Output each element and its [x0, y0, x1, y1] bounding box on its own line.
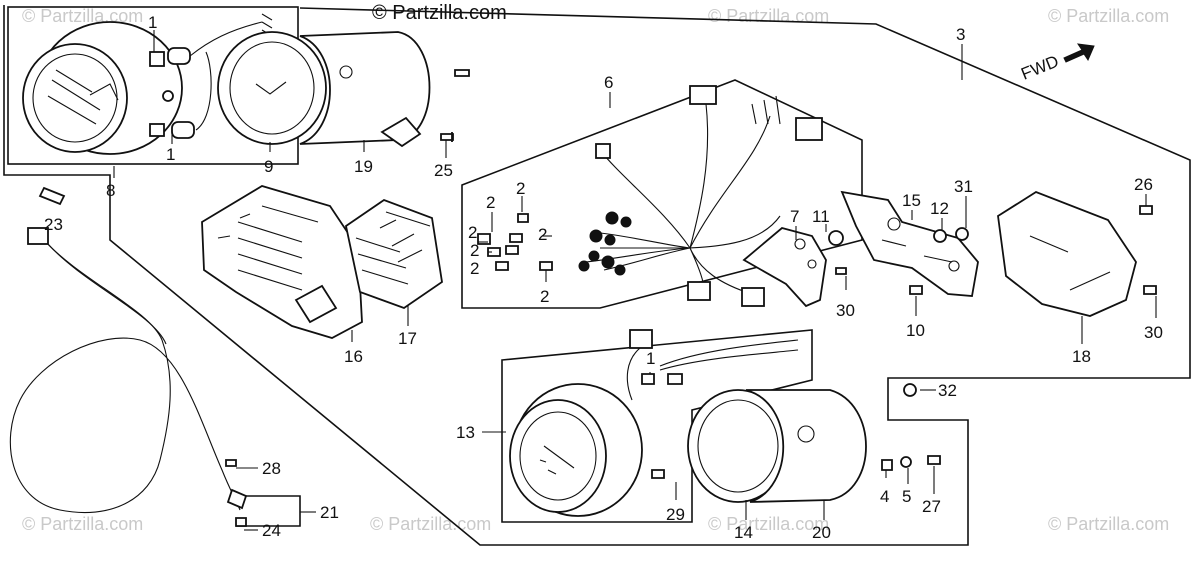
- washer-5: [900, 456, 912, 468]
- callout-2-e: 2: [470, 241, 479, 260]
- tachometer-assembly: [509, 329, 799, 517]
- callout-26: 26: [1134, 175, 1153, 194]
- callout-28: 28: [262, 459, 281, 478]
- forward-arrow: [1063, 43, 1095, 63]
- callout-25: 25: [434, 161, 453, 180]
- nut-4: [881, 459, 893, 471]
- callout-31: 31: [954, 177, 973, 196]
- screw-25: [440, 132, 454, 142]
- group-6-outline: [461, 79, 863, 309]
- screw-27: [927, 455, 941, 465]
- callout-2-f: 2: [470, 259, 479, 278]
- callout-13: 13: [456, 423, 475, 442]
- wire-harness: [477, 85, 823, 307]
- callout-3: 3: [956, 25, 965, 44]
- watermark: © Partzilla.com: [1048, 514, 1170, 534]
- speedometer-cable: [9, 186, 248, 527]
- meter-bracket: [742, 227, 847, 308]
- callout-7: 7: [790, 207, 799, 226]
- screw-25-upper: [454, 69, 470, 77]
- callout-5: 5: [902, 487, 911, 506]
- watermark: © Partzilla.com: [22, 514, 144, 534]
- callout-23: 23: [44, 215, 63, 234]
- callout-10: 10: [906, 321, 925, 340]
- callout-2-g: 2: [540, 287, 549, 306]
- callout-11: 11: [812, 207, 830, 226]
- callout-2-a: 2: [486, 193, 495, 212]
- callout-1-speedo-bulb-lower: 1: [166, 145, 175, 164]
- callout-21: 21: [320, 503, 339, 522]
- callout-18: 18: [1072, 347, 1091, 366]
- leader-lines: [113, 30, 1157, 531]
- watermark: © Partzilla.com: [22, 6, 144, 26]
- callout-2-d: 2: [468, 223, 477, 242]
- callout-30-left: 30: [836, 301, 855, 320]
- callout-15: 15: [902, 191, 921, 210]
- callout-9: 9: [264, 157, 273, 176]
- group-3-outline: [3, 5, 1191, 546]
- speedometer-cover: [299, 31, 431, 148]
- callout-30-right: 30: [1144, 323, 1163, 342]
- callout-2-c: 2: [538, 225, 547, 244]
- callout-labels: 1 1 8 9 19 25 3 6 23 2 2 2 2 2 2 2 16 17…: [44, 13, 1163, 542]
- watermark: © Partzilla.com: [708, 6, 830, 26]
- callout-19: 19: [354, 157, 373, 176]
- callout-29: 29: [666, 505, 685, 524]
- grommet-32: [903, 383, 917, 397]
- callout-17: 17: [398, 329, 417, 348]
- meter-cover: [997, 190, 1157, 317]
- callout-27: 27: [922, 497, 941, 516]
- indicator-housing: [201, 185, 363, 339]
- watermark: © Partzilla.com: [708, 514, 830, 534]
- callout-16: 16: [344, 347, 363, 366]
- forward-label: FWD: [1018, 52, 1061, 84]
- callout-24: 24: [262, 521, 281, 540]
- indicator-lens-set: [344, 198, 443, 310]
- group-13-outline: [501, 329, 813, 523]
- callout-6: 6: [604, 73, 613, 92]
- speedometer-case: [217, 31, 327, 145]
- watermark: © Partzilla.com: [1048, 6, 1170, 26]
- cable-bracket-line: [236, 495, 301, 527]
- tachometer-case: [687, 389, 789, 503]
- callout-2-b: 2: [516, 179, 525, 198]
- meter-stay: [840, 190, 979, 297]
- callout-1-tach-bulb: 1: [646, 349, 655, 368]
- callout-1-speedo-bulb-upper: 1: [148, 13, 157, 32]
- copyright-text: © Partzilla.com: [372, 2, 507, 24]
- callout-4: 4: [880, 487, 889, 506]
- callout-8: 8: [106, 181, 115, 200]
- callout-32: 32: [938, 381, 957, 400]
- tachometer-cover: [745, 389, 867, 503]
- callout-20: 20: [812, 523, 831, 542]
- callout-14: 14: [734, 523, 753, 542]
- callout-12: 12: [930, 199, 949, 218]
- speedometer-assembly: [22, 13, 273, 155]
